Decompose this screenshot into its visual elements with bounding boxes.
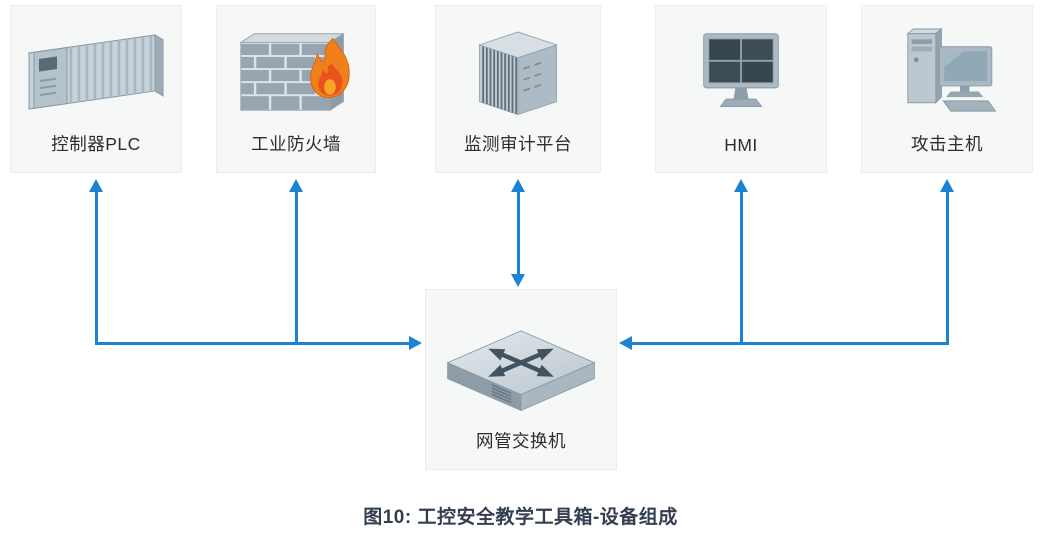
device-label-firewall: 工业防火墙 [251, 134, 341, 154]
device-label-switch: 网管交换机 [476, 431, 566, 451]
arrowhead-left-switch-right [619, 336, 632, 350]
device-label-audit: 监测审计平台 [464, 134, 572, 154]
figure-caption: 图10: 工控安全教学工具箱-设备组成 [363, 507, 678, 528]
connector-right-hline [631, 342, 949, 345]
device-box-switch: 网管交换机 [425, 289, 617, 470]
arrowhead-up-firewall [288, 179, 303, 192]
connector-left-hline [94, 342, 410, 345]
firewall-icon [239, 32, 350, 111]
plc-icon-wrap [11, 6, 181, 131]
switch-icon-wrap [426, 290, 616, 428]
arrowhead-up-audit [510, 179, 525, 192]
arrowhead-down-switch-top [510, 274, 525, 287]
network-switch-icon [446, 330, 596, 412]
device-label-plc: 控制器PLC [51, 134, 141, 154]
arrowhead-up-hmi [733, 179, 748, 192]
device-box-plc: 控制器PLC [10, 5, 182, 173]
device-label-hmi: HMI [724, 135, 758, 155]
connector-plc-vline [94, 187, 98, 345]
connector-attack-vline [945, 187, 949, 345]
connector-hmi-vline [739, 187, 743, 345]
attack-host-icon [906, 27, 997, 112]
arrowhead-right-switch-left [409, 336, 422, 350]
audit-server-icon [478, 31, 558, 115]
arrowhead-up-attack [939, 179, 954, 192]
plc-icon [27, 34, 165, 110]
firewall-icon-wrap [217, 6, 375, 131]
connector-firewall-vline [294, 187, 298, 345]
device-box-firewall: 工业防火墙 [216, 5, 376, 173]
device-box-audit: 监测审计平台 [435, 5, 601, 173]
hmi-monitor-icon [703, 33, 779, 108]
attack-host-icon-wrap [862, 6, 1032, 131]
connector-audit-vline [516, 187, 520, 282]
audit-icon-wrap [436, 6, 600, 131]
device-label-attack-host: 攻击主机 [911, 134, 983, 154]
device-box-hmi: HMI [655, 5, 827, 173]
device-box-attack-host: 攻击主机 [861, 5, 1033, 173]
arrowhead-up-plc [88, 179, 103, 192]
hmi-icon-wrap [656, 6, 826, 135]
